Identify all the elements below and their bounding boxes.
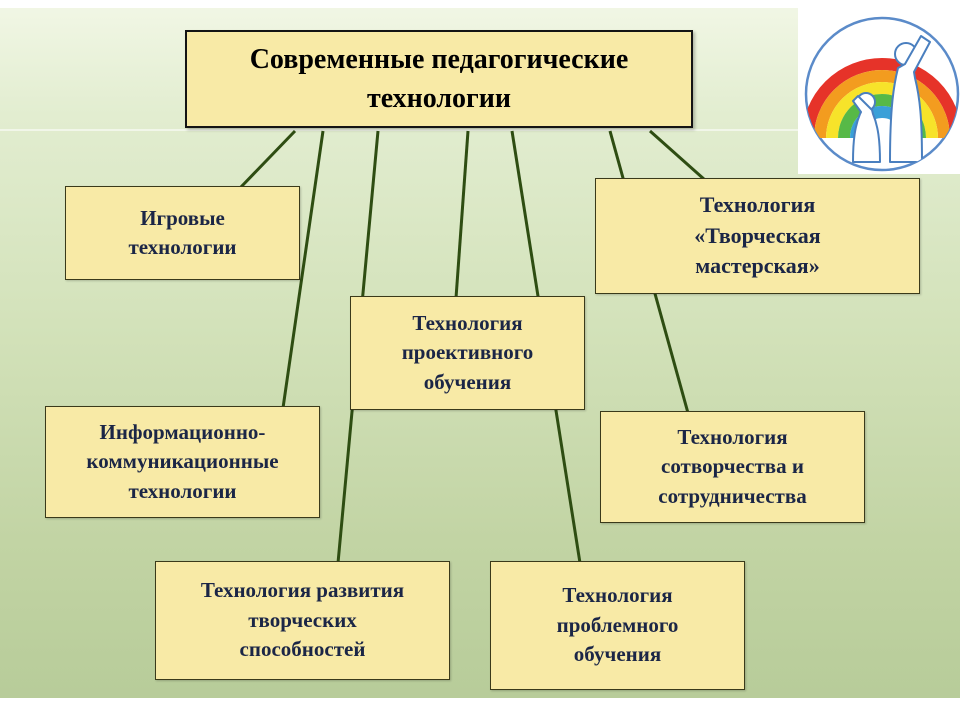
top-white-strip <box>0 0 960 8</box>
node-label: Технология развития творческих способнос… <box>200 578 405 662</box>
diagram-title-label: Современные педагогические технологии <box>249 43 629 114</box>
node-sotvorchestvo-sotrudnichestvo: Технология сотворчества и сотрудничества <box>600 411 865 523</box>
connector-to-proektivnoe <box>454 130 470 299</box>
node-label: Игровые технологии <box>128 205 237 259</box>
node-razvitie-tvorcheskikh-sposobnostey: Технология развития творческих способнос… <box>155 561 450 680</box>
connector-to-igrovye <box>238 129 297 190</box>
rainbow-family-logo-image <box>804 16 960 172</box>
diagram-title: Современные педагогические технологии <box>185 30 693 128</box>
background-divider-line <box>0 129 960 131</box>
node-label: Технология сотворчества и сотрудничества <box>658 424 807 508</box>
node-label: Информационно-коммуникационные технологи… <box>86 419 279 503</box>
rainbow-family-logo <box>798 6 960 174</box>
node-ikt-tekhnologii: Информационно-коммуникационные технологи… <box>45 406 320 518</box>
node-problemnoe-obuchenie: Технология проблемного обучения <box>490 561 745 690</box>
node-label: Технология «Творческая мастерская» <box>694 191 821 279</box>
node-label: Технология проблемного обучения <box>556 583 679 667</box>
node-label: Технология проективного обучения <box>401 310 534 394</box>
connector-to-ikt <box>281 130 325 409</box>
node-tvorcheskaya-masterskaya: Технология «Творческая мастерская» <box>595 178 920 294</box>
node-igrovye-tekhnologii: Игровые технологии <box>65 186 300 280</box>
bottom-white-strip <box>0 698 960 720</box>
node-proektivnoe-obuchenie: Технология проективного обучения <box>350 296 585 410</box>
connector-to-masterskaya <box>649 129 706 182</box>
